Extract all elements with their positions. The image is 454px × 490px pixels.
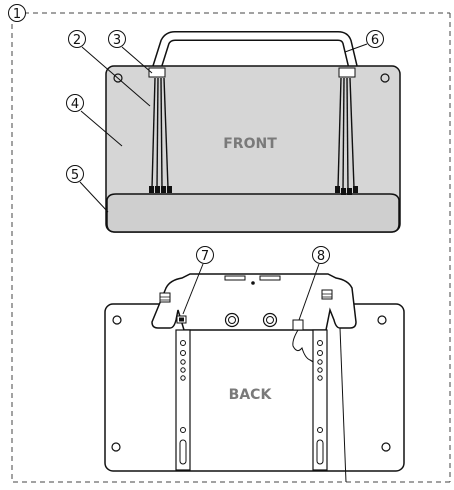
- svg-text:5: 5: [71, 168, 79, 183]
- back-panel: BACK: [104, 273, 405, 483]
- callout-1: 1: [8, 4, 26, 22]
- callout-4: 4: [66, 94, 123, 147]
- callout-3: 3: [108, 30, 153, 74]
- svg-text:8: 8: [317, 249, 325, 264]
- svg-text:7: 7: [201, 249, 209, 264]
- svg-text:2: 2: [73, 33, 81, 48]
- callout-2: 2: [68, 30, 151, 107]
- dashed-frame: [11, 12, 451, 483]
- right-rail: [312, 329, 328, 471]
- left-rail: [175, 329, 191, 471]
- svg-text:4: 4: [71, 97, 79, 112]
- right-cable-bundle: [337, 77, 355, 191]
- left-cable-bundle: [151, 77, 169, 189]
- front-hole-right: [380, 73, 390, 83]
- front-label: FRONT: [223, 136, 277, 152]
- callout-7: 7: [182, 246, 214, 315]
- back-label: BACK: [229, 387, 273, 403]
- knob-right: [262, 312, 278, 328]
- svg-text:3: 3: [113, 33, 121, 48]
- callout-5: 5: [66, 165, 109, 213]
- svg-text:6: 6: [371, 33, 379, 48]
- svg-text:1: 1: [13, 7, 21, 22]
- callout-6: 6: [344, 30, 384, 53]
- callout-8: 8: [298, 246, 330, 321]
- front-tray: [106, 193, 400, 233]
- connector: [292, 319, 304, 331]
- front-panel: FRONT: [105, 31, 401, 233]
- callouts: 1 2 3 4 5 6: [8, 4, 384, 321]
- knob-left: [224, 312, 240, 328]
- front-hole-left: [113, 73, 123, 83]
